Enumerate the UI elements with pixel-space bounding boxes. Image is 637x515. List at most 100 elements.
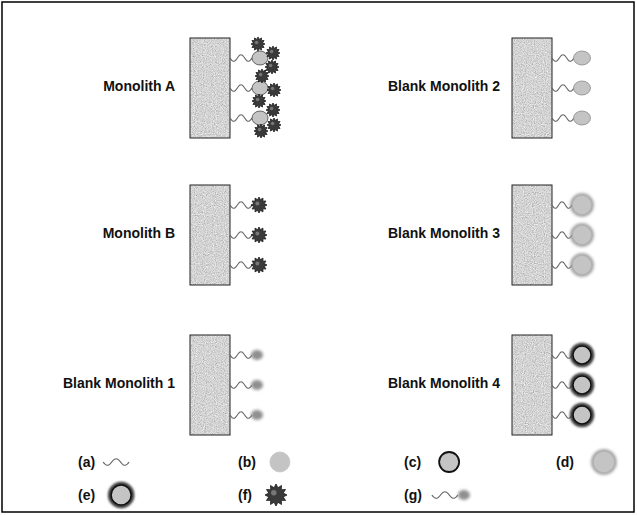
monolith-label: Blank Monolith 4 <box>388 374 500 392</box>
star-particle <box>251 257 267 273</box>
tether-line <box>552 382 572 389</box>
grey-particle <box>574 81 591 95</box>
grey-particle <box>252 81 268 95</box>
legend-label: (e) <box>78 486 95 504</box>
monolith-ground <box>190 38 230 138</box>
monolith-figure <box>190 37 281 138</box>
soft-edged-particle <box>573 226 591 244</box>
monolith-figure <box>190 335 263 435</box>
legend-entry: (d) <box>556 453 574 471</box>
star-particle <box>255 69 269 83</box>
monolith-outline <box>512 38 552 138</box>
label-slot: Blank Monolith 3 <box>388 224 500 242</box>
monolith-outline <box>512 185 552 285</box>
dark-edged-particle <box>111 485 131 505</box>
tether-line <box>552 85 574 92</box>
monolith-label: Blank Monolith 2 <box>388 77 500 95</box>
legend-sample <box>439 452 459 472</box>
star-particle <box>265 60 279 74</box>
tether-line <box>103 459 129 466</box>
star-particle <box>252 94 266 108</box>
soft-edged-particle <box>573 256 591 274</box>
monolith-label: Blank Monolith 1 <box>63 374 175 392</box>
soft-halo <box>572 195 592 215</box>
dark-halo <box>572 375 592 395</box>
legend-sample <box>432 490 470 500</box>
tether-line <box>230 55 252 62</box>
monolith-figure <box>512 38 591 138</box>
star-highlight <box>259 73 263 77</box>
legend-entry: (a) <box>78 453 95 471</box>
legend-label: (c) <box>404 453 421 471</box>
star-particle <box>266 46 280 60</box>
star-highlight <box>255 261 259 265</box>
legend-sample <box>110 484 132 506</box>
legend-entry: (f) <box>238 486 252 504</box>
fuzzy-blob <box>458 490 470 500</box>
monolith-ground <box>190 335 230 435</box>
legend-entry: (c) <box>404 453 421 471</box>
star-particle <box>266 103 280 117</box>
monolith-figure <box>512 185 592 285</box>
tether-line <box>230 232 252 239</box>
legend-label: (a) <box>78 453 95 471</box>
tether-line <box>552 412 572 419</box>
legend-sample <box>270 452 290 472</box>
label-slot: Monolith A <box>103 77 175 95</box>
star-highlight <box>271 490 277 496</box>
tether-line <box>552 202 572 209</box>
tether-line <box>230 352 252 359</box>
grey-particle <box>270 452 290 472</box>
legend-entry: (e) <box>78 486 95 504</box>
tether-line <box>552 352 572 359</box>
star-highlight <box>255 201 259 205</box>
tether-line <box>552 55 574 62</box>
monolith-outline <box>190 38 230 138</box>
tether-line <box>230 412 252 419</box>
tether-line <box>552 115 574 122</box>
tether-line <box>230 382 252 389</box>
soft-halo <box>572 255 592 275</box>
fuzzy-blob <box>251 410 263 420</box>
tether-line <box>230 202 252 209</box>
dark-halo <box>572 345 592 365</box>
monolith-outline <box>190 335 230 435</box>
monolith-ground <box>512 38 552 138</box>
legend-entry: (g) <box>404 486 422 504</box>
legend-label: (f) <box>238 486 252 504</box>
monolith-outline <box>512 335 552 435</box>
legend-sample <box>103 459 129 466</box>
tether-line <box>230 85 252 92</box>
grey-particle <box>574 111 591 125</box>
fuzzy-blob <box>251 380 263 390</box>
star-particle <box>265 484 287 506</box>
star-particle <box>251 197 267 213</box>
legend-sample <box>593 451 615 473</box>
grey-particle <box>574 51 591 65</box>
star-highlight <box>271 87 275 91</box>
legend-label: (b) <box>238 453 256 471</box>
tether-line <box>432 492 458 499</box>
monolith-figure <box>190 185 267 285</box>
label-slot: Blank Monolith 1 <box>63 374 175 392</box>
outlined-particle <box>439 452 459 472</box>
soft-halo <box>572 225 592 245</box>
star-highlight <box>270 107 274 111</box>
soft-halo <box>593 451 615 473</box>
tether-line <box>552 232 572 239</box>
soft-edged-particle <box>594 452 614 472</box>
label-slot: Blank Monolith 4 <box>388 374 500 392</box>
monolith-figure <box>512 335 592 435</box>
star-highlight <box>255 231 259 235</box>
monolith-ground <box>512 335 552 435</box>
legend-entry: (b) <box>238 453 256 471</box>
star-particle <box>254 124 268 138</box>
star-highlight <box>256 98 260 102</box>
tether-line <box>230 115 252 122</box>
star-particle <box>267 83 281 97</box>
monolith-outline <box>190 185 230 285</box>
star-highlight <box>271 122 275 126</box>
